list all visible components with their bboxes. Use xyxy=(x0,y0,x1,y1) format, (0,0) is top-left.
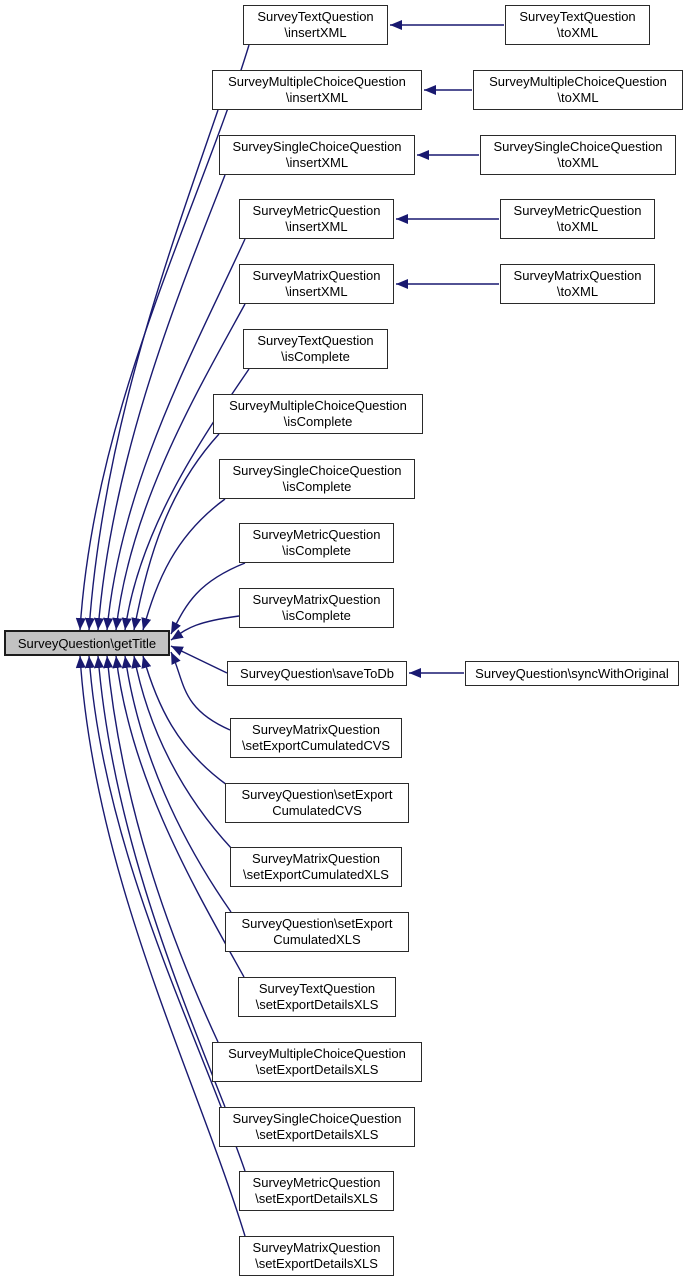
node-label-line: SurveyMatrixQuestion xyxy=(252,592,381,607)
node-surveysinglechoicequestion-iscomplete[interactable]: SurveySingleChoiceQuestion\isComplete xyxy=(219,459,415,499)
node-label-line: SurveyMatrixQuestion xyxy=(513,268,642,283)
node-surveymetricquestion-insertxml[interactable]: SurveyMetricQuestion\insertXML xyxy=(239,199,394,239)
node-label-line: SurveyQuestion\setExport xyxy=(241,787,393,802)
node-label-line: \setExportDetailsXLS xyxy=(255,997,379,1012)
call-edge xyxy=(112,303,246,631)
call-edge xyxy=(121,655,232,913)
node-surveyquestion-gettitle: SurveyQuestion\getTitle xyxy=(4,630,170,656)
node-surveymatrixquestion-setexportcumulatedxls[interactable]: SurveyMatrixQuestion\setExportCumulatedX… xyxy=(230,847,402,887)
node-label-line: \setExportCumulatedCVS xyxy=(241,738,391,753)
node-label-line: CumulatedXLS xyxy=(273,932,361,947)
call-edge xyxy=(131,655,233,850)
node-surveymetricquestion-setexportdetailsxls[interactable]: SurveyMetricQuestion\setExportDetailsXLS xyxy=(239,1171,394,1211)
node-label-line: \insertXML xyxy=(284,25,347,40)
call-edge xyxy=(170,615,240,641)
call-edge xyxy=(170,645,228,674)
call-edge xyxy=(93,174,226,631)
node-label-line: SurveyMultipleChoiceQuestion xyxy=(228,1046,406,1061)
node-label-line: \insertXML xyxy=(285,155,349,170)
node-label-line: SurveyMatrixQuestion xyxy=(252,722,380,737)
node-surveymatrixquestion-iscomplete[interactable]: SurveyMatrixQuestion\isComplete xyxy=(239,588,394,628)
node-label-line: \toXML xyxy=(557,90,599,105)
call-edge xyxy=(141,498,226,631)
node-surveysinglechoicequestion-toxml[interactable]: SurveySingleChoiceQuestion\toXML xyxy=(480,135,676,175)
call-edge xyxy=(75,44,250,631)
node-surveymatrixquestion-insertxml[interactable]: SurveyMatrixQuestion\insertXML xyxy=(239,264,394,304)
node-surveysinglechoicequestion-setexportdetailsxls[interactable]: SurveySingleChoiceQuestion\setExportDeta… xyxy=(219,1107,415,1147)
node-label-line: SurveyTextQuestion xyxy=(257,333,374,348)
call-edge xyxy=(93,655,226,1108)
node-label-line: SurveyTextQuestion xyxy=(257,9,374,24)
node-label-line: SurveyMultipleChoiceQuestion xyxy=(489,74,667,89)
node-label-line: SurveyMatrixQuestion xyxy=(252,851,380,866)
call-edge xyxy=(103,238,246,631)
node-label-line: SurveyMetricQuestion xyxy=(252,203,381,218)
node-label-line: \isComplete xyxy=(282,608,351,623)
call-edge xyxy=(75,655,246,1237)
node-label-line: SurveyMultipleChoiceQuestion xyxy=(229,398,407,413)
node-label-line: SurveyMetricQuestion xyxy=(513,203,642,218)
node-surveyquestion-savetodb[interactable]: SurveyQuestion\saveToDb xyxy=(227,661,407,686)
node-label-line: SurveyMatrixQuestion xyxy=(252,1240,381,1255)
call-edge xyxy=(141,655,228,786)
node-label-line: \isComplete xyxy=(281,349,350,364)
node-label-line: SurveyQuestion\syncWithOriginal xyxy=(475,665,669,681)
call-edge xyxy=(103,655,219,1043)
node-surveytextquestion-insertxml[interactable]: SurveyTextQuestion\insertXML xyxy=(243,5,388,45)
node-surveytextquestion-setexportdetailsxls[interactable]: SurveyTextQuestion\setExportDetailsXLS xyxy=(238,977,396,1017)
call-edge xyxy=(170,562,246,635)
node-label-line: SurveyMetricQuestion xyxy=(252,1175,381,1190)
node-surveymultiplechoicequestion-iscomplete[interactable]: SurveyMultipleChoiceQuestion\isComplete xyxy=(213,394,423,434)
node-label-line: \setExportCumulatedXLS xyxy=(243,867,389,882)
node-label-line: \toXML xyxy=(556,284,599,299)
node-label-line: SurveyMultipleChoiceQuestion xyxy=(228,74,406,89)
node-label-line: SurveySingleChoiceQuestion xyxy=(232,1111,402,1126)
call-edge xyxy=(131,433,220,631)
node-label-line: SurveyMetricQuestion xyxy=(252,527,381,542)
node-label-line: \isComplete xyxy=(283,414,353,429)
node-surveymultiplechoicequestion-insertxml[interactable]: SurveyMultipleChoiceQuestion\insertXML xyxy=(212,70,422,110)
node-label-line: SurveySingleChoiceQuestion xyxy=(493,139,663,154)
node-label-line: \setExportDetailsXLS xyxy=(255,1062,379,1077)
node-label-line: \toXML xyxy=(556,219,599,234)
node-label-line: \insertXML xyxy=(285,284,348,299)
node-label-line: \toXML xyxy=(557,155,599,170)
node-surveyquestion-syncwithoriginal[interactable]: SurveyQuestion\syncWithOriginal xyxy=(465,661,679,686)
node-label-line: SurveySingleChoiceQuestion xyxy=(232,463,402,478)
call-edge xyxy=(170,651,231,731)
node-label-line: \setExportDetailsXLS xyxy=(255,1127,379,1142)
node-surveymultiplechoicequestion-toxml[interactable]: SurveyMultipleChoiceQuestion\toXML xyxy=(473,70,683,110)
node-label-line: \setExportDetailsXLS xyxy=(255,1256,378,1271)
node-surveymultiplechoicequestion-setexportdetailsxls[interactable]: SurveyMultipleChoiceQuestion\setExportDe… xyxy=(212,1042,422,1082)
node-surveymetricquestion-iscomplete[interactable]: SurveyMetricQuestion\isComplete xyxy=(239,523,394,563)
node-surveymetricquestion-toxml[interactable]: SurveyMetricQuestion\toXML xyxy=(500,199,655,239)
call-edge xyxy=(84,109,219,631)
node-label-line: \insertXML xyxy=(285,219,348,234)
node-label-line: \toXML xyxy=(556,25,599,40)
node-label-line: SurveySingleChoiceQuestion xyxy=(232,139,402,154)
node-surveytextquestion-toxml[interactable]: SurveyTextQuestion\toXML xyxy=(505,5,650,45)
node-label-line: \isComplete xyxy=(282,543,351,558)
node-surveymatrixquestion-toxml[interactable]: SurveyMatrixQuestion\toXML xyxy=(500,264,655,304)
node-label-line: SurveyQuestion\saveToDb xyxy=(240,665,394,681)
node-surveymatrixquestion-setexportcumulatedcvs[interactable]: SurveyMatrixQuestion\setExportCumulatedC… xyxy=(230,718,402,758)
node-label-line: SurveyTextQuestion xyxy=(519,9,636,24)
node-label-line: \isComplete xyxy=(282,479,352,494)
call-edge xyxy=(84,655,246,1172)
node-label-line: \insertXML xyxy=(285,90,349,105)
node-surveytextquestion-iscomplete[interactable]: SurveyTextQuestion\isComplete xyxy=(243,329,388,369)
call-edge xyxy=(112,655,245,978)
node-label-line: \setExportDetailsXLS xyxy=(255,1191,378,1206)
node-surveysinglechoicequestion-insertxml[interactable]: SurveySingleChoiceQuestion\insertXML xyxy=(219,135,415,175)
node-label-line: CumulatedCVS xyxy=(272,803,362,818)
node-surveymatrixquestion-setexportdetailsxls[interactable]: SurveyMatrixQuestion\setExportDetailsXLS xyxy=(239,1236,394,1276)
node-label-line: SurveyQuestion\setExport xyxy=(241,916,393,931)
node-label-line: SurveyTextQuestion xyxy=(258,981,376,996)
node-label-line: SurveyMatrixQuestion xyxy=(252,268,381,283)
